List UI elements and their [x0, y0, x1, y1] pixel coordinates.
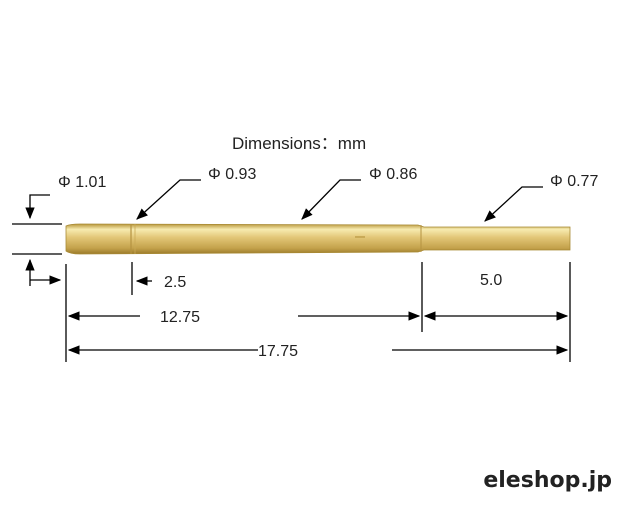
brand-logo: eleshop.jp	[483, 468, 612, 493]
length-dimension-2: 12.75	[67, 309, 421, 326]
length-label-2: 12.75	[160, 309, 200, 326]
extension-lines	[65, 262, 571, 362]
diameter-label-2: Φ 0.93	[208, 166, 256, 183]
diameter-label-4: Φ 0.77	[550, 173, 598, 190]
length-label-3: 17.75	[258, 343, 298, 360]
diameter-callout-3: Φ 0.86	[301, 166, 417, 220]
length-dimension-3: 17.75	[67, 343, 569, 360]
length-dimension-4: 5.0	[423, 272, 569, 321]
test-pin	[65, 223, 571, 255]
length-label-4: 5.0	[480, 272, 502, 289]
length-dimension-1: 2.5	[135, 274, 186, 291]
length-label-1: 2.5	[164, 274, 186, 291]
diameter-label-3: Φ 0.86	[369, 166, 417, 183]
pin-mark	[355, 236, 365, 238]
diameter-callout-4: Φ 0.77	[484, 173, 598, 222]
diameter-callout-2: Φ 0.93	[136, 166, 256, 220]
diameter-label-1: Φ 1.01	[58, 174, 106, 191]
diagram-title: Dimensions：mm	[232, 134, 366, 153]
diameter-callout-1: Φ 1.01	[12, 174, 106, 286]
